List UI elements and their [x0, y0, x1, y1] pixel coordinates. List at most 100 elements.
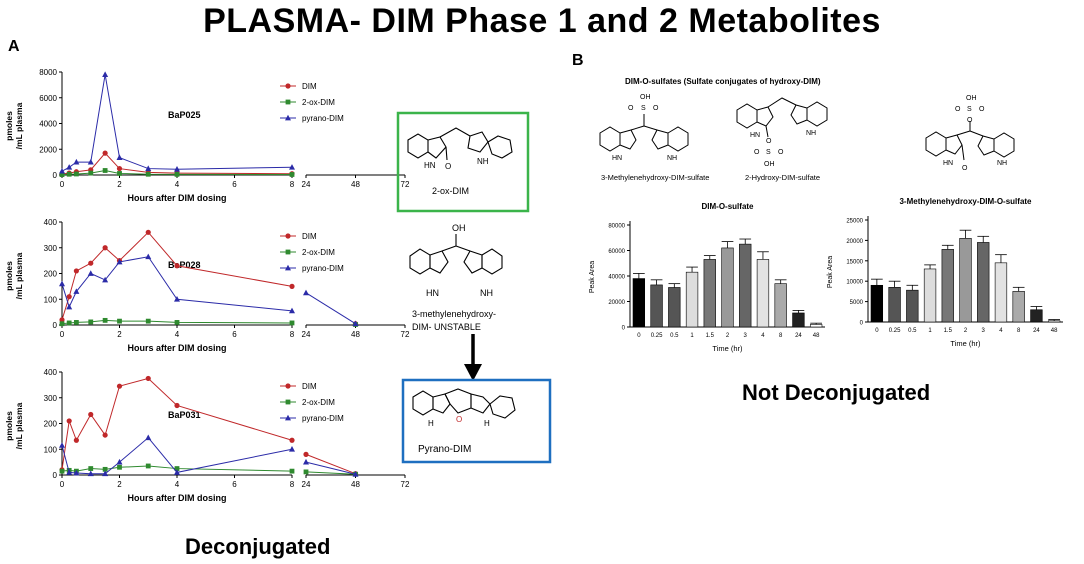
data-point [66, 164, 73, 170]
data-point [116, 458, 123, 465]
data-point [352, 320, 359, 327]
data-point [145, 318, 151, 324]
data-point [102, 276, 109, 283]
y-tick-label: 25000 [846, 219, 863, 225]
panel-b-label: B [572, 52, 584, 69]
y-tick-label: 0 [860, 321, 864, 327]
bar-group [923, 264, 937, 323]
bar-group [1030, 306, 1043, 323]
bar [888, 287, 901, 323]
x-tick-label: 0.5 [908, 328, 917, 334]
pyrano-dim-structure [412, 388, 516, 419]
y-axis-label-line2: /mL plasma [14, 102, 24, 149]
legend-marker [285, 383, 291, 389]
data-point [117, 464, 122, 470]
data-point [87, 470, 94, 477]
data-point [59, 172, 65, 178]
x-tick-label: 4 [761, 333, 765, 339]
data-point [88, 170, 94, 176]
data-point [174, 171, 180, 177]
data-point [289, 172, 295, 177]
data-point [117, 318, 122, 324]
s1-s: S [641, 105, 646, 112]
legend-label: 2-ox-DIM [302, 248, 335, 257]
mh-label-line1: 3-methylenehydroxy- [412, 309, 496, 319]
data-point [174, 296, 180, 302]
y-tick-label: 5000 [850, 300, 864, 306]
s2-o-top: O [766, 138, 772, 145]
x-tick-label: 24 [302, 480, 311, 489]
data-point [116, 154, 123, 161]
data-point [66, 294, 72, 300]
data-point [59, 280, 65, 287]
data-point [116, 383, 123, 389]
ox-dim-o: O [445, 162, 451, 171]
x-tick-label: 6 [232, 330, 237, 339]
x-tick-label: 24 [302, 330, 311, 339]
x-tick-label: 3 [982, 328, 986, 334]
data-point [59, 468, 65, 474]
s3-o-mid: O [967, 117, 973, 124]
y-axis-label-line2: /mL plasma [14, 402, 24, 449]
pyrano-dim-box [401, 378, 552, 464]
legend-marker [285, 414, 291, 421]
x-tick-label: 4 [175, 330, 180, 339]
s3-s: S [967, 106, 972, 113]
legend-label: DIM [302, 82, 317, 91]
subject-label: BaP025 [168, 110, 201, 120]
s2-structure [736, 97, 828, 138]
s3-o-keto: O [962, 165, 968, 172]
x-tick-label: 0.5 [670, 333, 679, 339]
bar [792, 312, 805, 328]
data-point [145, 171, 151, 177]
bar [809, 324, 823, 328]
bar-group [792, 310, 805, 328]
data-point [73, 437, 79, 443]
data-point [102, 470, 109, 477]
bar-group [977, 235, 990, 323]
figure-title: PLASMA- DIM Phase 1 and 2 Metabolites [203, 2, 881, 40]
series-line [305, 471, 356, 475]
data-point [303, 469, 309, 475]
x-tick-label: 8 [290, 330, 295, 339]
data-point [66, 303, 73, 310]
data-point [73, 469, 80, 476]
y-tick-label: 400 [44, 368, 58, 377]
data-point [102, 317, 108, 323]
y-tick-label: 15000 [846, 259, 863, 265]
x-tick-label: 72 [401, 330, 410, 339]
bar [941, 249, 954, 323]
data-point [87, 270, 94, 276]
y-tick-label: 0 [53, 321, 58, 330]
x-tick-label: 0 [60, 180, 65, 189]
y-tick-label: 10000 [846, 280, 863, 286]
data-point [145, 434, 152, 441]
series-pyrano-dim [59, 71, 295, 174]
y-tick-label: 0 [622, 326, 626, 332]
mh-hn: HN [426, 288, 439, 298]
x-tick-label: 48 [351, 330, 360, 339]
bar-group [1047, 319, 1061, 323]
y-tick-label: 20000 [846, 239, 863, 245]
data-point [303, 458, 309, 465]
legend-marker [285, 264, 291, 271]
bar-group [906, 284, 919, 323]
x-axis-label: Hours after DIM dosing [127, 493, 226, 503]
data-point [145, 375, 151, 382]
s2-oh: OH [764, 161, 775, 168]
legend-label: 2-ox-DIM [302, 98, 335, 107]
bar-group [1012, 286, 1025, 323]
ox-dim-nh: NH [477, 157, 489, 166]
legend-marker [285, 99, 291, 105]
s1-nh: NH [667, 155, 677, 162]
bar [1030, 309, 1043, 323]
data-point [174, 320, 180, 325]
data-point [102, 150, 108, 156]
data-point [116, 258, 123, 265]
x-tick-label: 2 [726, 333, 730, 339]
subject-label: BaP031 [168, 410, 201, 420]
x-tick-label: 0 [60, 480, 65, 489]
s3-nh: NH [997, 160, 1007, 167]
x-tick-label: 4 [175, 180, 180, 189]
methylenehydroxy-dim-structure [409, 234, 503, 275]
